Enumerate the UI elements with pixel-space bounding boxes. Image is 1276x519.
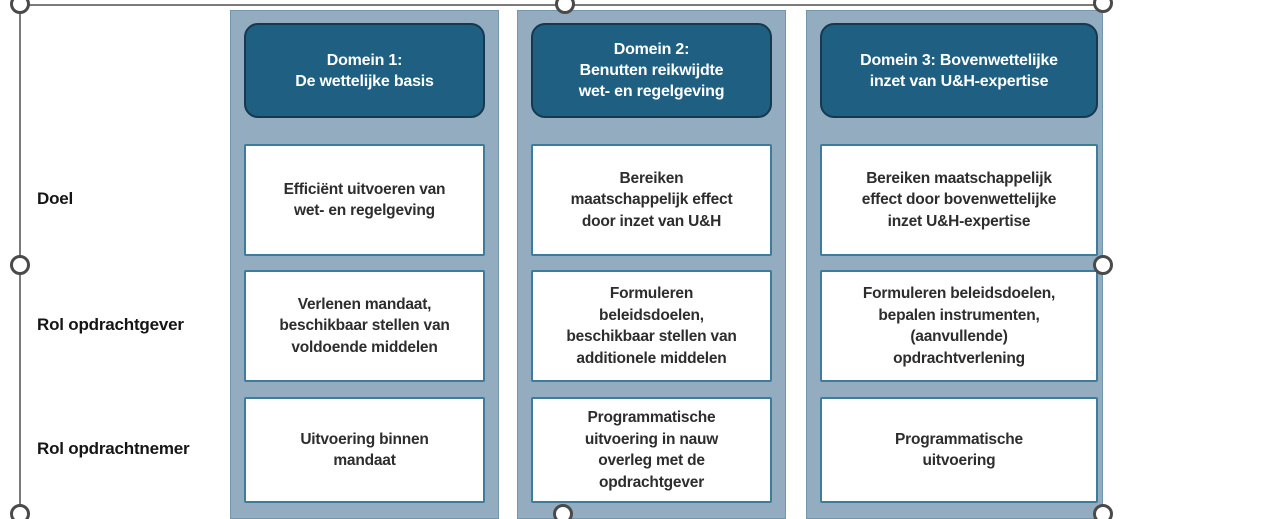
selection-handle-top-middle[interactable] [555, 0, 575, 14]
selection-handle-bottom-left[interactable] [10, 504, 30, 519]
domein-3-header: Domein 3: Bovenwettelijke inzet van U&H-… [820, 23, 1098, 118]
domein-1-rol-opdrachtgever-cell: Verlenen mandaat, beschikbaar stellen va… [244, 270, 485, 382]
column-domein-1: Domein 1: De wettelijke basis Efficiënt … [230, 10, 499, 519]
domein-1-doel-cell: Efficiënt uitvoeren van wet- en regelgev… [244, 144, 485, 256]
column-domein-3: Domein 3: Bovenwettelijke inzet van U&H-… [806, 10, 1103, 519]
domein-3-doel-cell: Bereiken maatschappelijk effect door bov… [820, 144, 1098, 256]
selection-handle-middle-left[interactable] [10, 255, 30, 275]
domein-3-rol-opdrachtgever-text: Formuleren beleidsdoelen, bepalen instru… [862, 285, 1056, 367]
selection-handle-bottom-middle[interactable] [553, 504, 573, 519]
domein-1-doel-text: Efficiënt uitvoeren van wet- en regelgev… [283, 180, 446, 220]
domein-1-rol-opdrachtgever-text: Verlenen mandaat, beschikbaar stellen va… [279, 295, 450, 356]
domein-2-doel-text: Bereiken maatschappelijk effect door inz… [570, 169, 733, 230]
row-label-doel: Doel [37, 189, 74, 208]
selection-handle-top-right[interactable] [1093, 0, 1113, 13]
domein-2-rol-opdrachtnemer-text: Programmatische uitvoering in nauw overl… [584, 409, 719, 491]
domein-2-header: Domein 2: Benutten reikwijdte wet- en re… [531, 23, 772, 118]
domein-3-rol-opdrachtnemer-cell: Programmatische uitvoering [820, 397, 1098, 503]
domein-1-header-label: Domein 1: De wettelijke basis [295, 51, 434, 90]
domein-2-doel-cell: Bereiken maatschappelijk effect door inz… [531, 144, 772, 256]
domein-2-rol-opdrachtgever-cell: Formuleren beleidsdoelen, beschikbaar st… [531, 270, 772, 382]
row-label-rol-opdrachtgever: Rol opdrachtgever [37, 315, 184, 334]
domein-3-rol-opdrachtnemer-text: Programmatische uitvoering [895, 430, 1023, 470]
row-label-rol-opdrachtnemer: Rol opdrachtnemer [37, 439, 190, 458]
domein-1-rol-opdrachtnemer-text: Uitvoering binnen mandaat [300, 430, 429, 470]
selection-handle-top-left[interactable] [10, 0, 30, 14]
domein-2-rol-opdrachtnemer-cell: Programmatische uitvoering in nauw overl… [531, 397, 772, 503]
domein-3-rol-opdrachtgever-cell: Formuleren beleidsdoelen, bepalen instru… [820, 270, 1098, 382]
selection-handle-bottom-right[interactable] [1093, 504, 1113, 519]
domein-2-header-label: Domein 2: Benutten reikwijdte wet- en re… [578, 41, 725, 100]
domein-3-doel-text: Bereiken maatschappelijk effect door bov… [861, 169, 1057, 230]
domein-1-rol-opdrachtnemer-cell: Uitvoering binnen mandaat [244, 397, 485, 503]
domein-1-header: Domein 1: De wettelijke basis [244, 23, 485, 118]
domein-3-header-label: Domein 3: Bovenwettelijke inzet van U&H-… [860, 51, 1058, 90]
column-domein-2: Domein 2: Benutten reikwijdte wet- en re… [517, 10, 786, 519]
selection-handle-middle-right[interactable] [1093, 255, 1113, 275]
domein-2-rol-opdrachtgever-text: Formuleren beleidsdoelen, beschikbaar st… [566, 285, 737, 367]
